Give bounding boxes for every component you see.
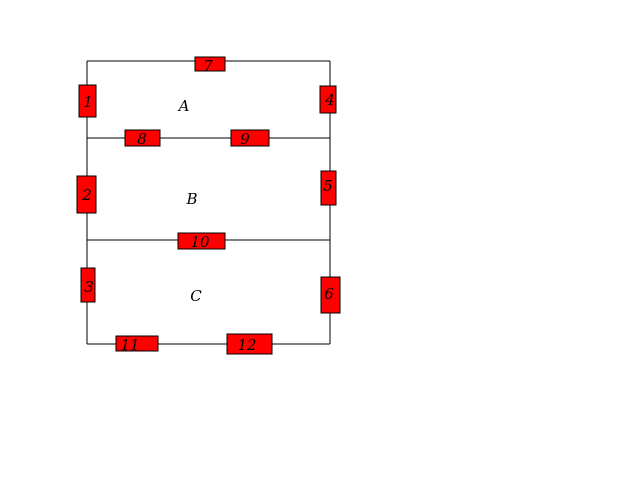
resistor-6-label: 6: [324, 285, 334, 303]
resistor-5-box: [320, 170, 337, 206]
resistor-11: 11: [115, 335, 159, 354]
wires: [86, 60, 331, 345]
resistor-11-box: [115, 335, 159, 352]
region-labels: A B C: [177, 97, 203, 305]
resistor-10-label: 10: [190, 233, 210, 251]
resistor-9: 9: [230, 129, 270, 148]
region-label-c: C: [190, 287, 202, 305]
resistor-5: 5: [320, 170, 337, 206]
resistor-9-label: 9: [240, 130, 250, 148]
resistor-10-box: [177, 232, 226, 250]
resistor-3-label: 3: [84, 278, 94, 296]
resistor-2-label: 2: [81, 186, 92, 204]
resistor-2: 2: [76, 175, 97, 214]
resistor-6-box: [320, 276, 341, 314]
region-label-b: B: [185, 190, 197, 208]
resistor-9-box: [230, 129, 270, 147]
resistors: 1 2 3 4 5 6 7 8: [76, 56, 341, 355]
resistor-7-label: 7: [203, 57, 213, 75]
resistor-8: 8: [124, 129, 161, 148]
resistor-7: 7: [194, 56, 226, 75]
resistor-5-label: 5: [323, 177, 333, 195]
resistor-3: 3: [80, 267, 96, 303]
resistor-11-label: 11: [120, 336, 139, 354]
resistor-3-box: [80, 267, 96, 303]
resistor-4-box: [319, 85, 337, 114]
resistor-10: 10: [177, 232, 226, 251]
resistor-2-box: [76, 175, 97, 214]
resistor-12: 12: [226, 333, 273, 355]
resistor-12-box: [226, 333, 273, 355]
region-label-a: A: [177, 97, 190, 115]
resistor-7-box: [194, 56, 226, 72]
resistor-4-label: 4: [324, 91, 335, 109]
resistor-8-label: 8: [137, 130, 147, 148]
resistor-6: 6: [320, 276, 341, 314]
resistor-1-label: 1: [83, 93, 93, 111]
resistor-1-box: [78, 84, 97, 118]
resistor-8-box: [124, 129, 161, 147]
resistor-12-label: 12: [237, 336, 256, 354]
resistor-1: 1: [78, 84, 97, 118]
resistor-4: 4: [319, 85, 337, 114]
